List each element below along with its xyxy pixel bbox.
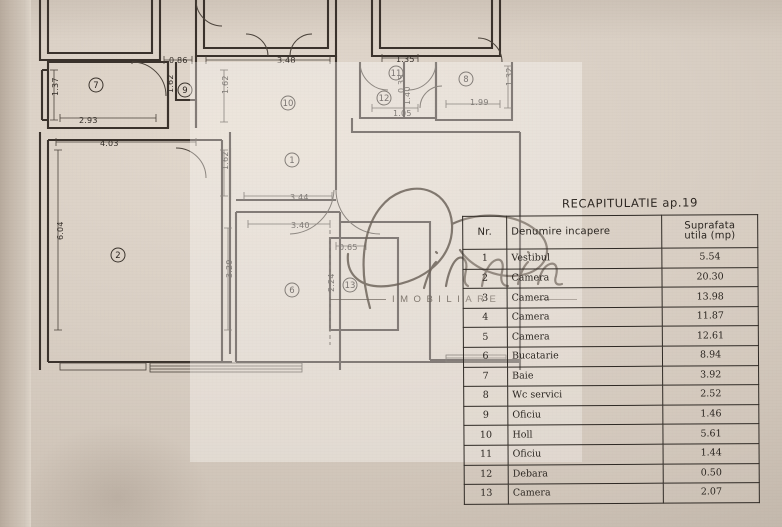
photo-shadow-top (0, 0, 782, 40)
dimension-label: 3.40 (291, 221, 310, 230)
dimension-label: 1.62 (166, 74, 175, 93)
dimension-label: 3.48 (277, 56, 296, 65)
dimension-label: 2.24 (327, 273, 336, 292)
room-marker-label: 9 (182, 86, 187, 96)
dimension-label: 1.37 (51, 77, 60, 96)
dimension-label: 0.86 (169, 56, 188, 65)
dimension-label: 3.44 (290, 193, 309, 202)
dimension-label: 3.29 (225, 259, 234, 278)
room-marker-circle (110, 247, 126, 263)
room-marker-circle (177, 82, 193, 98)
room-marker-circle (376, 90, 392, 106)
room-marker-circle (284, 152, 300, 168)
watermark-rule-right (537, 299, 577, 300)
plan-dimension-lines (50, 54, 512, 331)
room-marker-circle (280, 95, 296, 111)
room-marker-label: 2 (115, 251, 120, 261)
room-marker-label: 10 (283, 99, 294, 109)
room-marker-label: 7 (93, 81, 98, 91)
dimension-label: 2.93 (79, 116, 98, 125)
room-marker-circle (388, 65, 404, 81)
room-marker-label: 12 (379, 94, 390, 104)
dimension-label: 1.99 (470, 98, 489, 107)
room-marker-label: 6 (289, 286, 294, 296)
dimension-label: 1.62 (221, 151, 230, 170)
plan-windows (59, 354, 507, 373)
room-marker-label: 1 (289, 156, 294, 166)
room-marker-circle (458, 71, 474, 87)
dimension-label: 1.40 (403, 86, 412, 105)
dimension-label: 0.35 (397, 74, 406, 93)
dimension-label: 4.03 (100, 139, 119, 148)
dimension-label: 1.05 (393, 109, 412, 118)
paper-left-edge-inner (24, 0, 31, 527)
room-marker-label: 8 (463, 75, 468, 85)
dimension-label: 1.32 (505, 67, 514, 86)
photo-shadow-bottom-left (30, 377, 250, 527)
room-marker-label: 11 (391, 69, 402, 79)
dimension-label: 1.62 (221, 75, 230, 94)
dimension-label: 6.04 (56, 221, 65, 240)
watermark-subtitle: IMOBILIARE (392, 294, 502, 305)
watermark-rule-left (330, 299, 386, 300)
paper-left-edge (0, 0, 26, 527)
dimension-label: 1.35 (396, 55, 415, 64)
room-marker-circle (284, 282, 300, 298)
room-marker-circle (88, 77, 104, 93)
